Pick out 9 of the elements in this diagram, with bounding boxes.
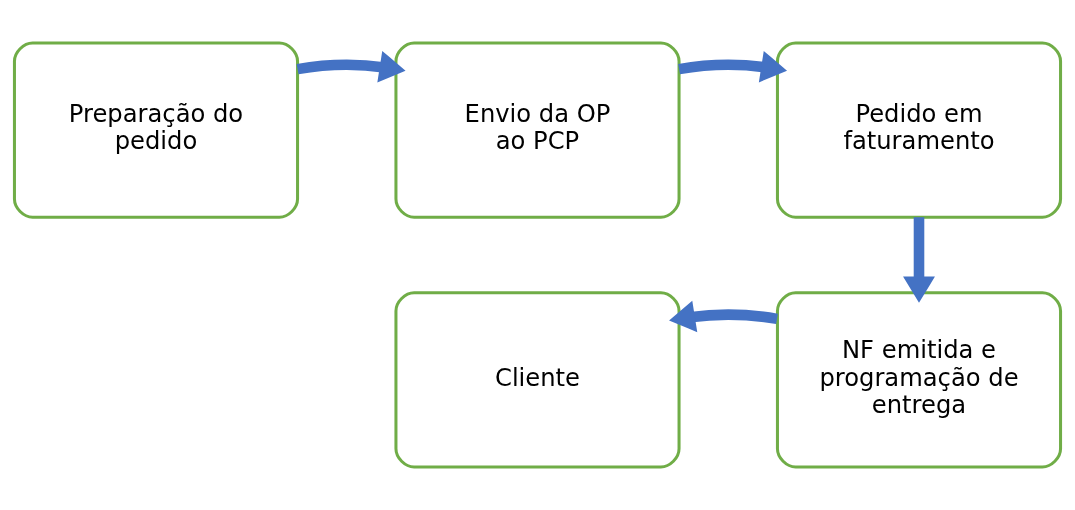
node-box: Preparação do pedido <box>12 41 300 219</box>
node-box: Pedido em faturamento <box>775 41 1063 219</box>
arrow <box>669 300 778 333</box>
arrow <box>903 217 935 303</box>
arrow <box>678 50 788 83</box>
arrow <box>296 50 406 83</box>
node-box: NF emitida e programação de entrega <box>775 291 1063 469</box>
node-box: Cliente <box>394 291 681 469</box>
node-box: Envio da OP ao PCP <box>394 41 681 219</box>
